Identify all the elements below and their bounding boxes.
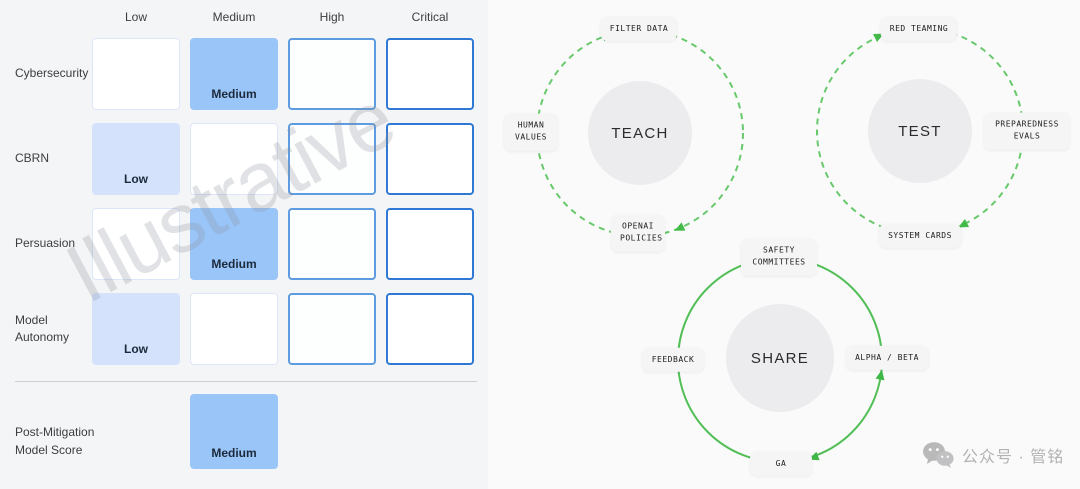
share-node-ga: GA	[750, 451, 812, 477]
matrix-cell	[190, 293, 278, 365]
corner-spacer	[15, 8, 82, 25]
wechat-icon	[923, 442, 954, 468]
column-header-high: High	[319, 9, 345, 24]
footer-credit: 公众号 · 管铭	[922, 441, 1064, 468]
matrix-cell	[190, 123, 278, 195]
arrowhead	[674, 222, 686, 231]
matrix-cell	[92, 208, 180, 280]
column-header-medium: Medium	[212, 9, 256, 24]
teach-node-openai-policies: OPENAI POLICIES	[611, 214, 665, 252]
matrix-cell	[288, 293, 376, 365]
matrix-cell: Medium	[190, 38, 278, 110]
matrix-cell	[386, 38, 474, 110]
teach-core-label: TEACH	[611, 124, 669, 142]
test-node-preparedness-evals: PREPAREDNESS EVALS	[984, 112, 1070, 150]
share-core-circle: SHARE	[726, 304, 834, 412]
matrix-cell: Low	[92, 293, 180, 365]
summary-cell: Medium	[190, 394, 278, 469]
matrix-cell	[288, 208, 376, 280]
matrix-cell	[92, 38, 180, 110]
row-label-model-autonomy: Model Autonomy	[15, 312, 70, 344]
footer-credit-text: 公众号 · 管铭	[962, 448, 1065, 466]
scorecard-grid: Low Medium High Critical Cybersecurity M…	[15, 8, 474, 365]
share-core-label: SHARE	[750, 349, 810, 367]
matrix-cell	[386, 123, 474, 195]
column-header-low: Low	[124, 9, 147, 24]
test-core-label: TEST	[898, 122, 942, 140]
row-label-cbrn: CBRN	[15, 151, 50, 166]
scorecard-matrix: Low Medium High Critical Cybersecurity M…	[0, 0, 488, 489]
test-node-red-teaming: RED TEAMING	[880, 16, 958, 42]
column-header-critical: Critical	[411, 9, 449, 24]
section-divider	[15, 381, 477, 382]
matrix-cell	[288, 38, 376, 110]
summary-row-label: Post-Mitigation Model Score	[15, 425, 95, 457]
cell-label: Medium	[211, 446, 257, 460]
cell-label: Low	[124, 342, 148, 356]
teach-core-circle: TEACH	[588, 81, 692, 185]
matrix-cell: Low	[92, 123, 180, 195]
arrowhead	[875, 369, 885, 381]
matrix-cell	[288, 123, 376, 195]
test-core-circle: TEST	[868, 79, 972, 183]
cell-label: Medium	[211, 257, 257, 271]
matrix-cell: Medium	[190, 208, 278, 280]
cell-label: Low	[124, 172, 148, 186]
cell-label: Medium	[211, 87, 257, 101]
arrowhead	[958, 218, 970, 228]
share-node-alpha-beta: ALPHA / BETA	[846, 345, 928, 371]
row-label-cybersecurity: Cybersecurity	[15, 66, 89, 81]
share-node-feedback: FEEDBACK	[642, 347, 704, 373]
matrix-cell	[386, 208, 474, 280]
teach-node-human-values: HUMAN VALUES	[504, 113, 558, 151]
share-node-safety-committees: SAFETY COMMITTEES	[741, 238, 817, 276]
matrix-cell	[386, 293, 474, 365]
row-label-persuasion: Persuasion	[15, 236, 76, 251]
teach-node-filter-data: FILTER DATA	[600, 16, 678, 42]
test-node-system-cards: SYSTEM CARDS	[879, 223, 961, 249]
